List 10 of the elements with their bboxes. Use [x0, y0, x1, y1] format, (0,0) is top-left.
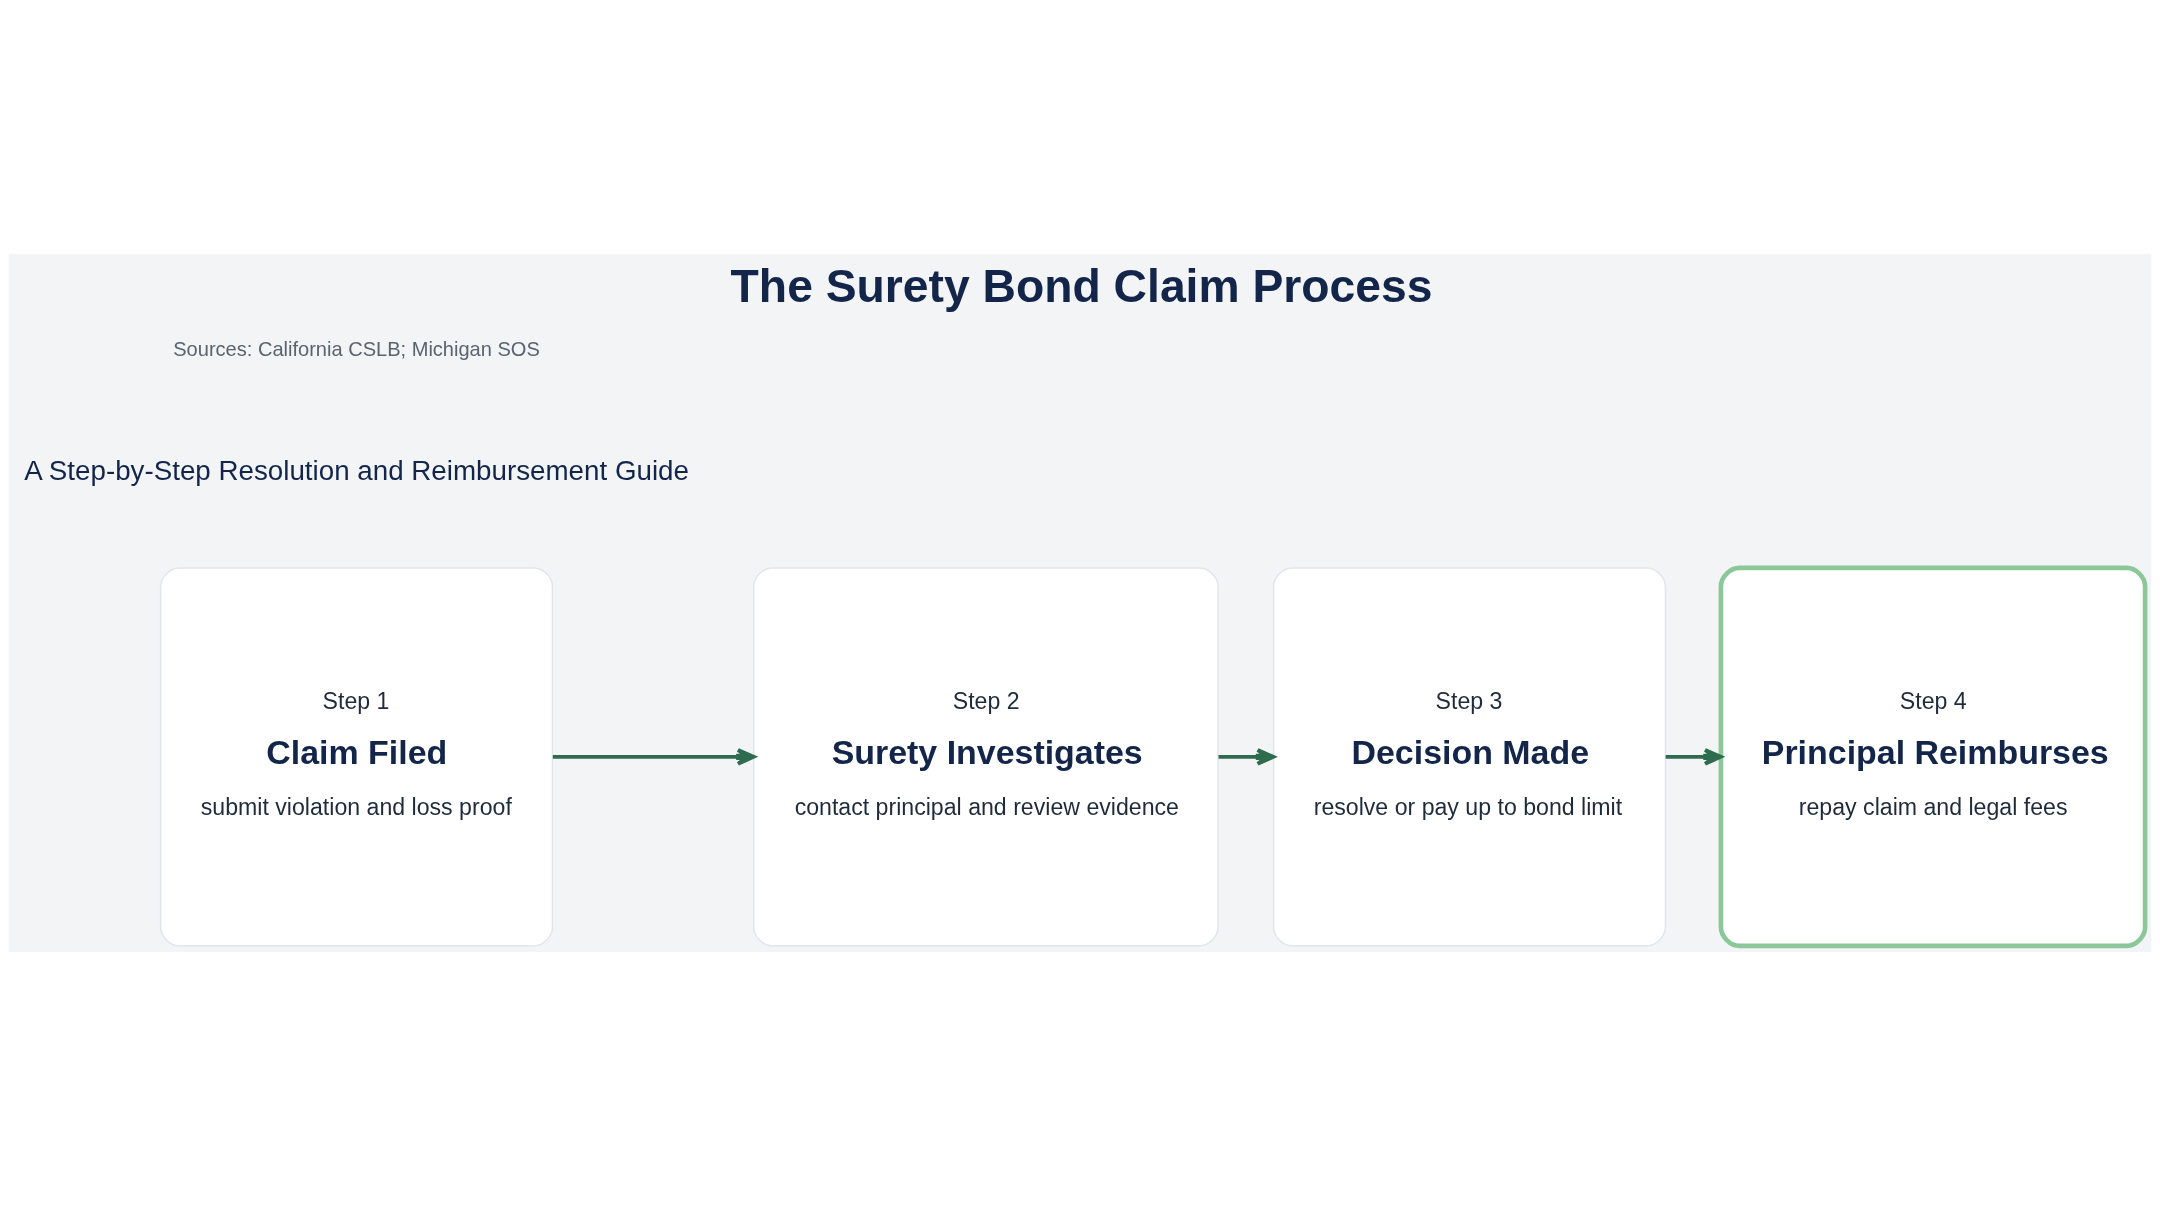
node-box: Step 1 Claim Filed submit violation and loss proof [159, 567, 554, 947]
label: A Step-by-Step Resolution and Reimbursement Guide [24, 454, 689, 486]
arrow [1218, 748, 1276, 766]
node-box: Step 2 Surety Investigates contact principal and review evidence [753, 567, 1219, 947]
arrow [552, 748, 756, 766]
node-box: Step 3 Decision Made resolve or pay up to bond limit [1272, 567, 1667, 947]
diagram-title: The Surety Bond Claim Process [730, 259, 1433, 312]
label: Sources: California CSLB; Michigan SOS [173, 338, 540, 361]
arrow [1665, 748, 1723, 766]
node-box: Step 4 Principal Reimburses repay claim and legal fees [1718, 565, 2148, 949]
